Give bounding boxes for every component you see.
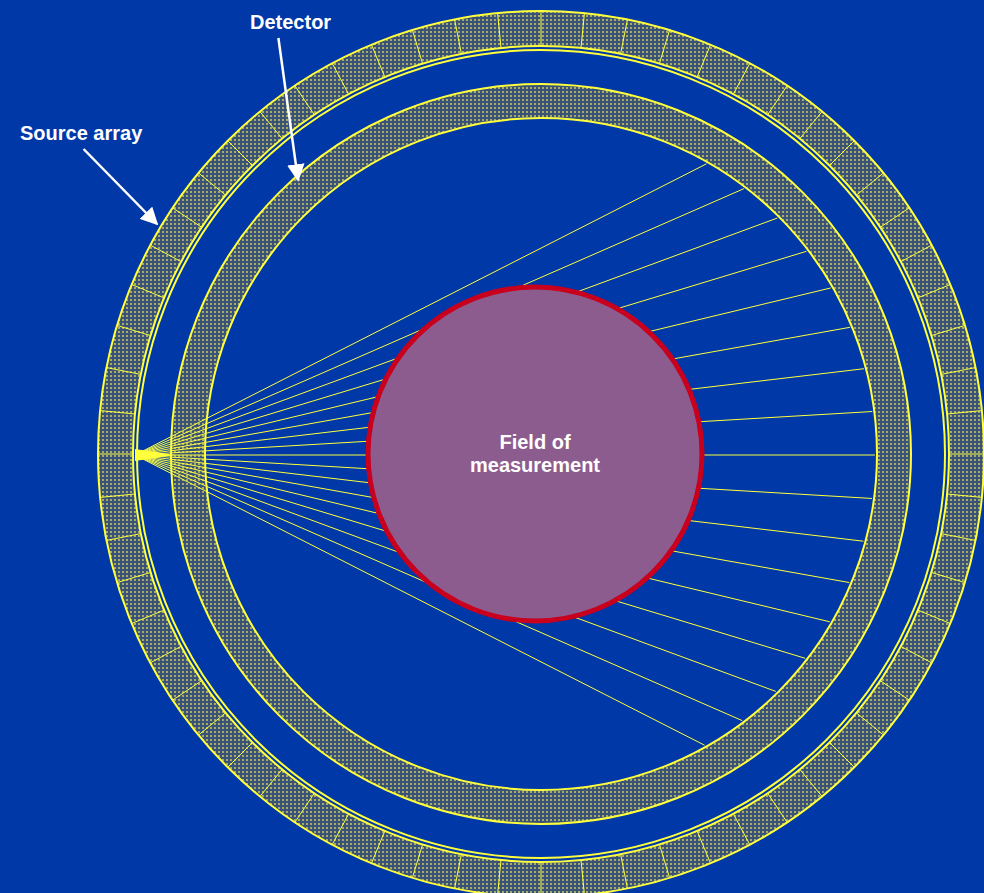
segment-divider bbox=[228, 742, 253, 767]
segment-divider bbox=[941, 368, 975, 375]
segment-divider bbox=[98, 454, 133, 455]
segment-divider bbox=[659, 844, 669, 877]
segment-divider bbox=[260, 769, 282, 796]
segment-divider bbox=[295, 793, 314, 822]
segment-divider bbox=[947, 494, 982, 497]
segment-divider bbox=[107, 368, 141, 375]
source-ring bbox=[98, 11, 984, 893]
segment-divider bbox=[931, 572, 964, 582]
part-label: Source array bbox=[20, 121, 142, 145]
segment-divider bbox=[659, 30, 669, 63]
segment-divider bbox=[856, 713, 883, 735]
segment-divider bbox=[150, 646, 181, 662]
segment-divider bbox=[768, 86, 787, 115]
segment-divider bbox=[332, 63, 348, 94]
segment-divider bbox=[150, 245, 181, 261]
segment-divider bbox=[901, 245, 932, 261]
segment-divider bbox=[199, 173, 226, 195]
segment-divider bbox=[918, 284, 950, 297]
segment-divider bbox=[918, 610, 950, 623]
segment-divider bbox=[498, 860, 501, 893]
segment-divider bbox=[768, 793, 787, 822]
segment-divider bbox=[541, 11, 542, 46]
segment-divider bbox=[581, 13, 584, 48]
segment-divider bbox=[498, 13, 501, 48]
segment-divider bbox=[173, 681, 202, 700]
segment-divider bbox=[107, 534, 141, 541]
segment-divider bbox=[371, 45, 384, 77]
leader-arrow bbox=[278, 38, 298, 180]
leader-arrow bbox=[84, 149, 157, 224]
segment-divider bbox=[697, 45, 710, 77]
segment-divider bbox=[941, 534, 975, 541]
segment-divider bbox=[260, 112, 282, 139]
part-label: Detector bbox=[250, 10, 331, 34]
segment-divider bbox=[541, 862, 542, 893]
detector-ring bbox=[171, 84, 911, 824]
source-focus bbox=[135, 449, 175, 461]
segment-divider bbox=[117, 572, 150, 582]
segment-divider bbox=[412, 844, 422, 877]
segment-divider bbox=[100, 411, 135, 414]
segment-divider bbox=[117, 325, 150, 335]
segment-divider bbox=[412, 30, 422, 63]
segment-divider bbox=[581, 860, 584, 893]
segment-divider bbox=[829, 742, 854, 767]
segment-divider bbox=[132, 610, 164, 623]
region-label: Field of measurement bbox=[457, 431, 613, 477]
segment-divider bbox=[880, 208, 909, 227]
segment-divider bbox=[621, 20, 628, 54]
segment-divider bbox=[800, 769, 822, 796]
segment-divider bbox=[800, 112, 822, 139]
segment-divider bbox=[856, 173, 883, 195]
segment-divider bbox=[880, 681, 909, 700]
ring-edge bbox=[137, 50, 945, 858]
segment-divider bbox=[100, 494, 135, 497]
segment-divider bbox=[455, 20, 462, 54]
segment-divider bbox=[228, 141, 253, 166]
segment-divider bbox=[199, 713, 226, 735]
segment-divider bbox=[697, 831, 710, 863]
segment-divider bbox=[455, 854, 462, 888]
segment-divider bbox=[901, 646, 932, 662]
segment-divider bbox=[621, 854, 628, 888]
field-boundary bbox=[368, 287, 702, 621]
field-circle: Field of measurement bbox=[365, 284, 705, 624]
segment-divider bbox=[829, 141, 854, 166]
segment-divider bbox=[733, 814, 749, 845]
segment-divider bbox=[132, 284, 164, 297]
segment-divider bbox=[173, 208, 202, 227]
segment-divider bbox=[949, 454, 984, 455]
segment-divider bbox=[931, 325, 964, 335]
segment-divider bbox=[295, 86, 314, 115]
segment-divider bbox=[947, 411, 982, 414]
segment-divider bbox=[371, 831, 384, 863]
segment-divider bbox=[332, 814, 348, 845]
segment-divider bbox=[733, 63, 749, 94]
